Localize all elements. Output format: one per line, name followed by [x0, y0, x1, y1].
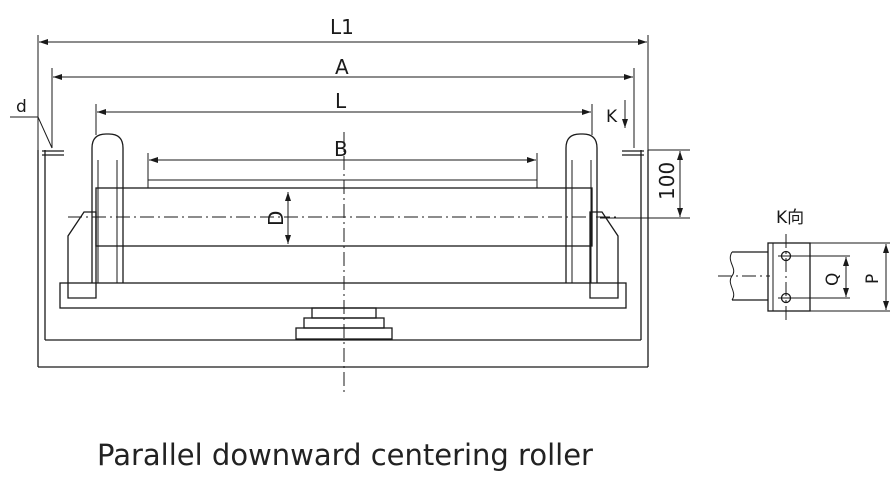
- label-view-K: K向: [776, 208, 804, 228]
- label-100: 100: [655, 162, 679, 200]
- label-K: K: [606, 107, 618, 127]
- left-bracket: [67, 133, 124, 299]
- label-Q: Q: [823, 273, 843, 286]
- dimension-A: A: [51, 55, 635, 148]
- base-plate: [59, 282, 627, 309]
- label-A: A: [335, 55, 349, 79]
- right-bracket: [565, 133, 619, 299]
- dimension-L: L: [95, 89, 593, 135]
- view-arrow-K: K: [606, 100, 628, 128]
- dimension-P: P: [863, 244, 889, 310]
- dimension-Q: Q: [823, 257, 849, 297]
- center-pivot: [295, 132, 393, 392]
- label-D: D: [264, 211, 288, 226]
- dimension-D: D: [264, 192, 291, 244]
- outer-frame: [37, 150, 649, 368]
- dimension-d: d: [10, 97, 53, 149]
- view-K-detail: K向: [718, 208, 890, 320]
- label-B: B: [334, 137, 348, 161]
- dimension-L1: L1: [37, 15, 649, 160]
- label-P: P: [863, 274, 883, 284]
- dimension-100: 100: [600, 149, 690, 219]
- label-L1: L1: [330, 15, 354, 39]
- label-d: d: [16, 97, 27, 117]
- label-L: L: [335, 89, 347, 113]
- figure-caption: Parallel downward centering roller: [97, 438, 593, 472]
